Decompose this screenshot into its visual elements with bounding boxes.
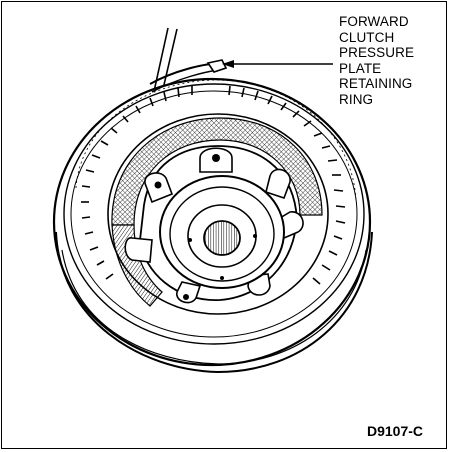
callout-line: PRESSURE xyxy=(339,45,415,61)
callout-leader xyxy=(222,60,333,68)
callout-line: RETAINING xyxy=(339,76,413,92)
callout-line: FORWARD xyxy=(339,14,409,29)
friction-plates xyxy=(107,113,329,315)
retaining-ring xyxy=(149,59,228,93)
pressure-plate xyxy=(124,145,304,304)
figure-id-label: D9107-C xyxy=(367,423,424,439)
callout-line: RING xyxy=(339,91,374,107)
retaining-ring-callout: FORWARD CLUTCH PRESSURE PLATE RETAINING … xyxy=(339,14,414,108)
callout-line: PLATE xyxy=(339,60,382,76)
callout-line: CLUTCH xyxy=(339,29,395,45)
